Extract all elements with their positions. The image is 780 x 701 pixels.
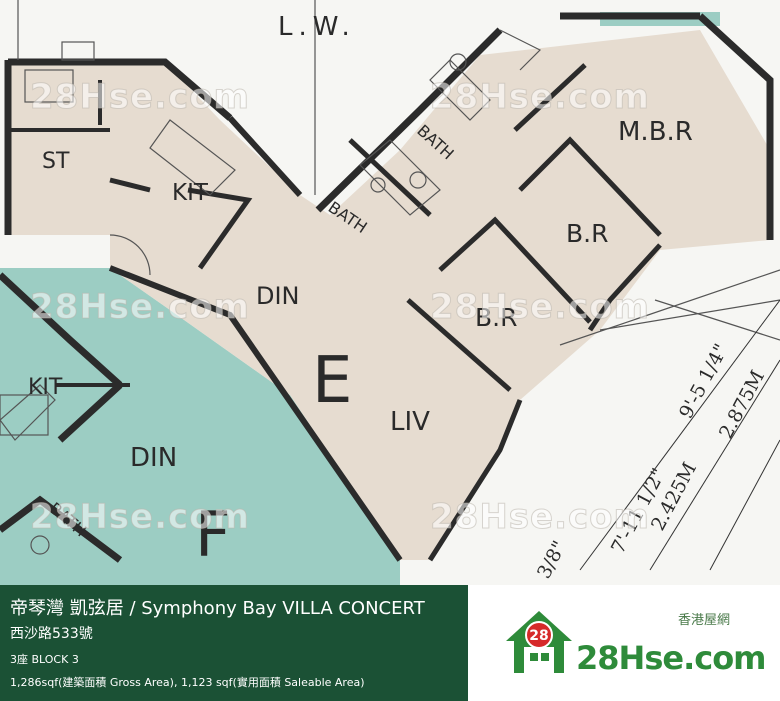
watermark: 28Hse.com bbox=[30, 497, 250, 537]
watermark: 28Hse.com bbox=[430, 287, 650, 327]
listing-title: 帝琴灣 凱弦居 / Symphony Bay VILLA CONCERT bbox=[10, 598, 425, 619]
room-label-mbr: M.B.R bbox=[618, 117, 693, 147]
listing-address: 西沙路533號 bbox=[10, 626, 93, 642]
unit-label-f: F bbox=[195, 498, 231, 571]
room-label-din-f: DIN bbox=[130, 443, 177, 473]
room-label-br-2: B.R bbox=[475, 303, 517, 332]
brand-chinese-name: 香港屋網 bbox=[678, 613, 731, 628]
room-label-st: ST bbox=[42, 149, 70, 174]
listing-footer: 帝琴灣 凱弦居 / Symphony Bay VILLA CONCERT 西沙路… bbox=[0, 585, 780, 701]
room-label-liv-e: LIV bbox=[390, 407, 430, 437]
watermark: 28Hse.com bbox=[430, 497, 650, 537]
lw-label: L.W. bbox=[278, 12, 356, 42]
dimension-lines bbox=[579, 299, 780, 571]
unit-label-e: E bbox=[312, 344, 352, 418]
logo-number: 28 bbox=[529, 628, 548, 644]
walls bbox=[0, 12, 774, 563]
room-label-kit-e: KIT bbox=[172, 180, 209, 206]
watermark: 28Hse.com bbox=[30, 287, 250, 327]
watermark: 28Hse.com bbox=[30, 77, 250, 117]
room-label-din-e: DIN bbox=[256, 282, 300, 310]
watermark: 28Hse.com bbox=[430, 77, 650, 117]
room-label-br-1: B.R bbox=[566, 219, 608, 248]
unit-f-area bbox=[0, 268, 400, 585]
fixture-lines bbox=[0, 0, 780, 555]
floor-plan: L.W. ST KIT DIN E LIV BATH BATH M.B.R B.… bbox=[0, 0, 780, 585]
listing-info-panel: 帝琴灣 凱弦居 / Symphony Bay VILLA CONCERT 西沙路… bbox=[0, 585, 468, 701]
brand-logo[interactable]: 香港屋網 28 28Hse.com bbox=[468, 585, 780, 701]
listing-area: 1,286sqf(建築面積 Gross Area), 1,123 sqf(實用面… bbox=[10, 676, 365, 689]
listing-block: 3座 BLOCK 3 bbox=[10, 653, 79, 666]
house-logo-icon: 28 bbox=[506, 611, 572, 673]
room-label-kit-f: KIT bbox=[28, 375, 63, 400]
unit-e-area bbox=[10, 30, 770, 560]
brand-name: 28Hse.com bbox=[576, 639, 767, 677]
